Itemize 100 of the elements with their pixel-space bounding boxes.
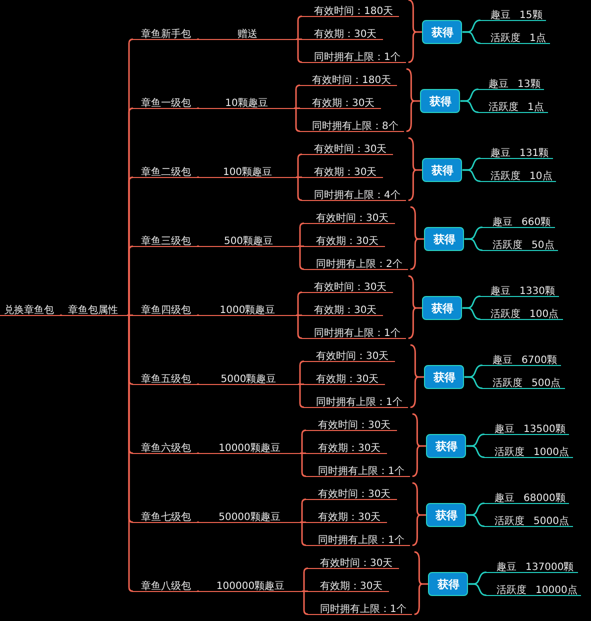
topic-text: 获得 [435, 508, 458, 522]
branch-line [300, 498, 307, 523]
topic-text: 有效时间：30天 [316, 213, 389, 224]
topic-text: 10颗趣豆 [225, 98, 268, 109]
branch-line [464, 376, 482, 389]
topic-text: 获得 [429, 94, 452, 108]
topic-text: 活跃度 5000点 [494, 516, 570, 527]
topic-text: 有效期：30天 [312, 98, 375, 109]
branch-line [294, 108, 301, 132]
branch-line [296, 154, 303, 178]
topic-text: 同时拥有上限：2个 [316, 259, 402, 270]
topic-text: 有效期：30天 [318, 443, 381, 454]
topic-box [426, 503, 466, 527]
topic-text: 有效期：30天 [320, 581, 383, 592]
topic-text: 兑换章鱼包 [4, 305, 54, 316]
branch-line [294, 108, 300, 109]
topic-text: 获得 [433, 232, 456, 246]
branch-line [197, 384, 199, 385]
branch-line [197, 108, 199, 109]
branch-line [466, 514, 484, 527]
topic-box [422, 158, 462, 182]
topic-text: 活跃度 50点 [492, 240, 554, 251]
topic-text: 趣豆 6700颗 [492, 355, 558, 366]
branch-line [300, 452, 307, 477]
branch-line [60, 314, 62, 316]
topic-text: 活跃度 1000点 [494, 447, 570, 458]
branch-line [302, 568, 309, 592]
branch-line [197, 314, 199, 316]
topic-text: 有效期：30天 [314, 29, 377, 40]
topic-box [424, 227, 464, 251]
topic-text: 获得 [431, 162, 454, 178]
branch-line [462, 307, 480, 320]
topic-text: 章鱼包属性 [68, 305, 118, 316]
topic-text: 趣豆 13颗 [488, 79, 540, 90]
topic-text: 趣豆 131颗 [490, 148, 549, 159]
branch-line [197, 246, 199, 247]
branch-line [468, 583, 486, 596]
topic-text: 有效时间：30天 [320, 558, 393, 569]
topic-text: 同时拥有上限：8个 [312, 121, 398, 132]
topic-text: 10000颗趣豆 [218, 443, 280, 454]
topic-text: 活跃度 10000点 [496, 585, 578, 596]
branch-line [296, 314, 302, 316]
topic-text: 获得 [437, 576, 460, 592]
topic-text: 获得 [433, 370, 456, 384]
topic-text: 获得 [435, 438, 458, 454]
topic-box [422, 296, 462, 320]
branch-line [296, 314, 303, 339]
topic-box [424, 365, 464, 389]
topic-text: 5000颗趣豆 [220, 374, 276, 385]
branch-line [302, 590, 308, 592]
branch-line [298, 246, 305, 270]
topic-text: 有效期：30天 [318, 512, 381, 523]
topic-text: 章鱼六级包 [141, 443, 191, 454]
branch-line [197, 590, 199, 592]
topic-text: 活跃度 1点 [488, 102, 544, 113]
topic-text: 50000颗趣豆 [218, 512, 280, 523]
topic-text: 赠送 [238, 29, 258, 40]
branch-line [300, 522, 307, 546]
topic-text: 获得 [431, 24, 454, 40]
topic-text: 有效期：30天 [316, 374, 379, 385]
topic-text: 章鱼一级包 [141, 98, 191, 109]
branch-line [197, 38, 199, 40]
branch-line [197, 176, 199, 178]
topic-text: 500颗趣豆 [224, 236, 274, 247]
branch-line [296, 38, 302, 40]
branch-line [296, 176, 302, 178]
topic-text: 章鱼二级包 [141, 167, 191, 178]
topic-text: 同时拥有上限：1个 [320, 604, 406, 615]
branch-line [296, 292, 303, 316]
branch-line [300, 452, 306, 454]
topic-text: 有效期：30天 [314, 167, 377, 178]
topic-text: 有效时间：30天 [318, 420, 391, 431]
topic-text: 100颗趣豆 [222, 167, 272, 178]
topic-text: 章鱼四级包 [141, 305, 191, 316]
topic-box [422, 20, 462, 44]
branch-line [197, 522, 199, 523]
topic-text: 章鱼三级包 [141, 236, 191, 247]
branch-line [300, 522, 306, 523]
topic-text: 趣豆 1330颗 [490, 286, 556, 297]
topic-text: 同时拥有上限：1个 [318, 466, 404, 477]
branch-line [127, 246, 134, 316]
topic-text: 趣豆 13500颗 [494, 424, 566, 435]
topic-text: 有效时间：30天 [316, 351, 389, 362]
topic-text: 趣豆 660颗 [492, 217, 551, 228]
branch-line [127, 314, 133, 316]
topic-text: 同时拥有上限：4个 [314, 190, 400, 201]
topic-text: 活跃度 500点 [492, 378, 561, 389]
branch-line [296, 38, 303, 63]
branch-line [460, 100, 478, 113]
branch-line [298, 360, 305, 385]
branch-line [197, 452, 199, 454]
topic-box [428, 572, 468, 596]
topic-text: 章鱼八级包 [141, 581, 191, 592]
topic-box [420, 89, 460, 113]
topic-text: 趣豆 137000颗 [496, 562, 574, 573]
branch-line [298, 246, 304, 247]
topic-text: 章鱼七级包 [141, 512, 191, 523]
topic-text: 有效时间：180天 [312, 75, 392, 86]
topic-text: 有效时间：30天 [314, 144, 387, 155]
topic-text: 趣豆 68000颗 [494, 493, 566, 504]
